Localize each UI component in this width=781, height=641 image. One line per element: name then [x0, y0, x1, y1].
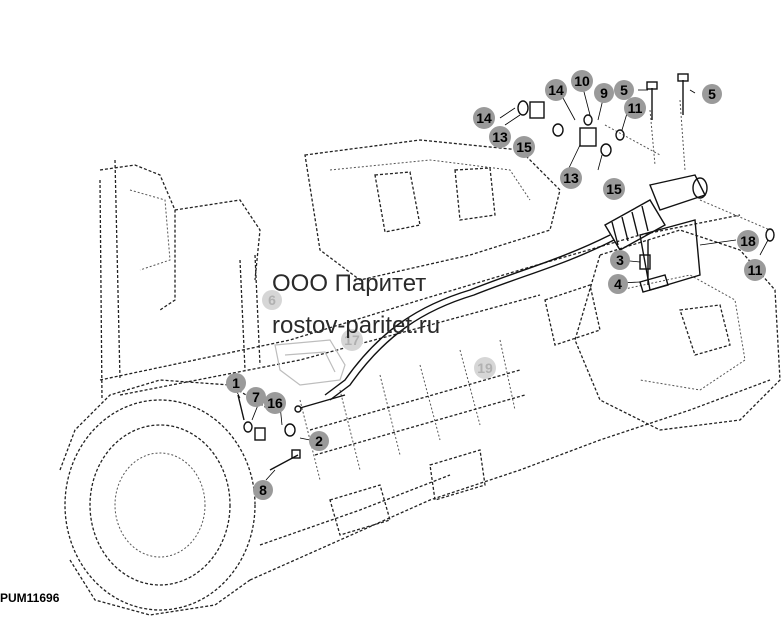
callout-label: 15	[516, 139, 532, 155]
callout-11-right: 11	[744, 259, 766, 281]
callout-10: 10	[571, 70, 593, 92]
callout-label: 3	[616, 252, 624, 268]
callout-2: 2	[309, 431, 329, 451]
callout-4: 4	[608, 274, 628, 294]
callout-label: 18	[740, 233, 756, 249]
callout-label: 13	[563, 170, 579, 186]
callout-label: 14	[548, 82, 564, 98]
fasteners	[237, 73, 775, 471]
callout-13-right: 13	[560, 167, 582, 189]
figure-code: PUM11696	[0, 591, 60, 605]
callout-label: 2	[315, 433, 323, 449]
callout-label: 5	[708, 86, 716, 102]
callout-1: 1	[226, 373, 246, 393]
callout-label: 7	[252, 389, 260, 405]
callout-13-left: 13	[489, 126, 511, 148]
watermark-website: rostov-paritet.ru	[272, 312, 441, 339]
callout-label: 14	[476, 110, 492, 126]
callout-label: 8	[259, 482, 267, 498]
callout-17: 17	[341, 329, 363, 351]
callout-label: 15	[606, 181, 622, 197]
callout-label: 1	[232, 375, 240, 391]
callout-label: 6	[268, 292, 276, 308]
callout-16: 16	[264, 392, 286, 414]
callout-label: 11	[628, 100, 643, 116]
callout-label: 4	[614, 276, 622, 292]
callout-19: 19	[474, 357, 496, 379]
callout-label: 16	[267, 395, 283, 411]
callout-label: 5	[620, 82, 628, 98]
callout-8: 8	[253, 480, 273, 500]
callout-6: 6	[262, 290, 282, 310]
callout-label: 9	[600, 85, 608, 101]
faded-bracket-17	[274, 339, 346, 386]
callout-14-right: 14	[545, 79, 567, 101]
callout-5-right: 5	[702, 84, 722, 104]
callout-label: 19	[477, 360, 493, 376]
callout-15-right: 15	[603, 178, 625, 200]
callout-label: 10	[574, 73, 590, 89]
transmission-housing-outline	[59, 99, 781, 616]
callout-3: 3	[610, 250, 630, 270]
callout-label: 11	[748, 262, 763, 278]
callout-label: 13	[492, 129, 508, 145]
callout-15-left: 15	[513, 136, 535, 158]
callout-7: 7	[246, 387, 266, 407]
callout-11-top: 11	[624, 97, 646, 119]
callout-18: 18	[737, 230, 759, 252]
callout-label: 17	[344, 332, 360, 348]
cable-assembly	[294, 174, 708, 413]
callout-5-left: 5	[614, 80, 634, 100]
callout-14-left: 14	[473, 107, 495, 129]
watermark-company: ООО Паритет	[272, 270, 427, 297]
callout-9: 9	[594, 83, 614, 103]
